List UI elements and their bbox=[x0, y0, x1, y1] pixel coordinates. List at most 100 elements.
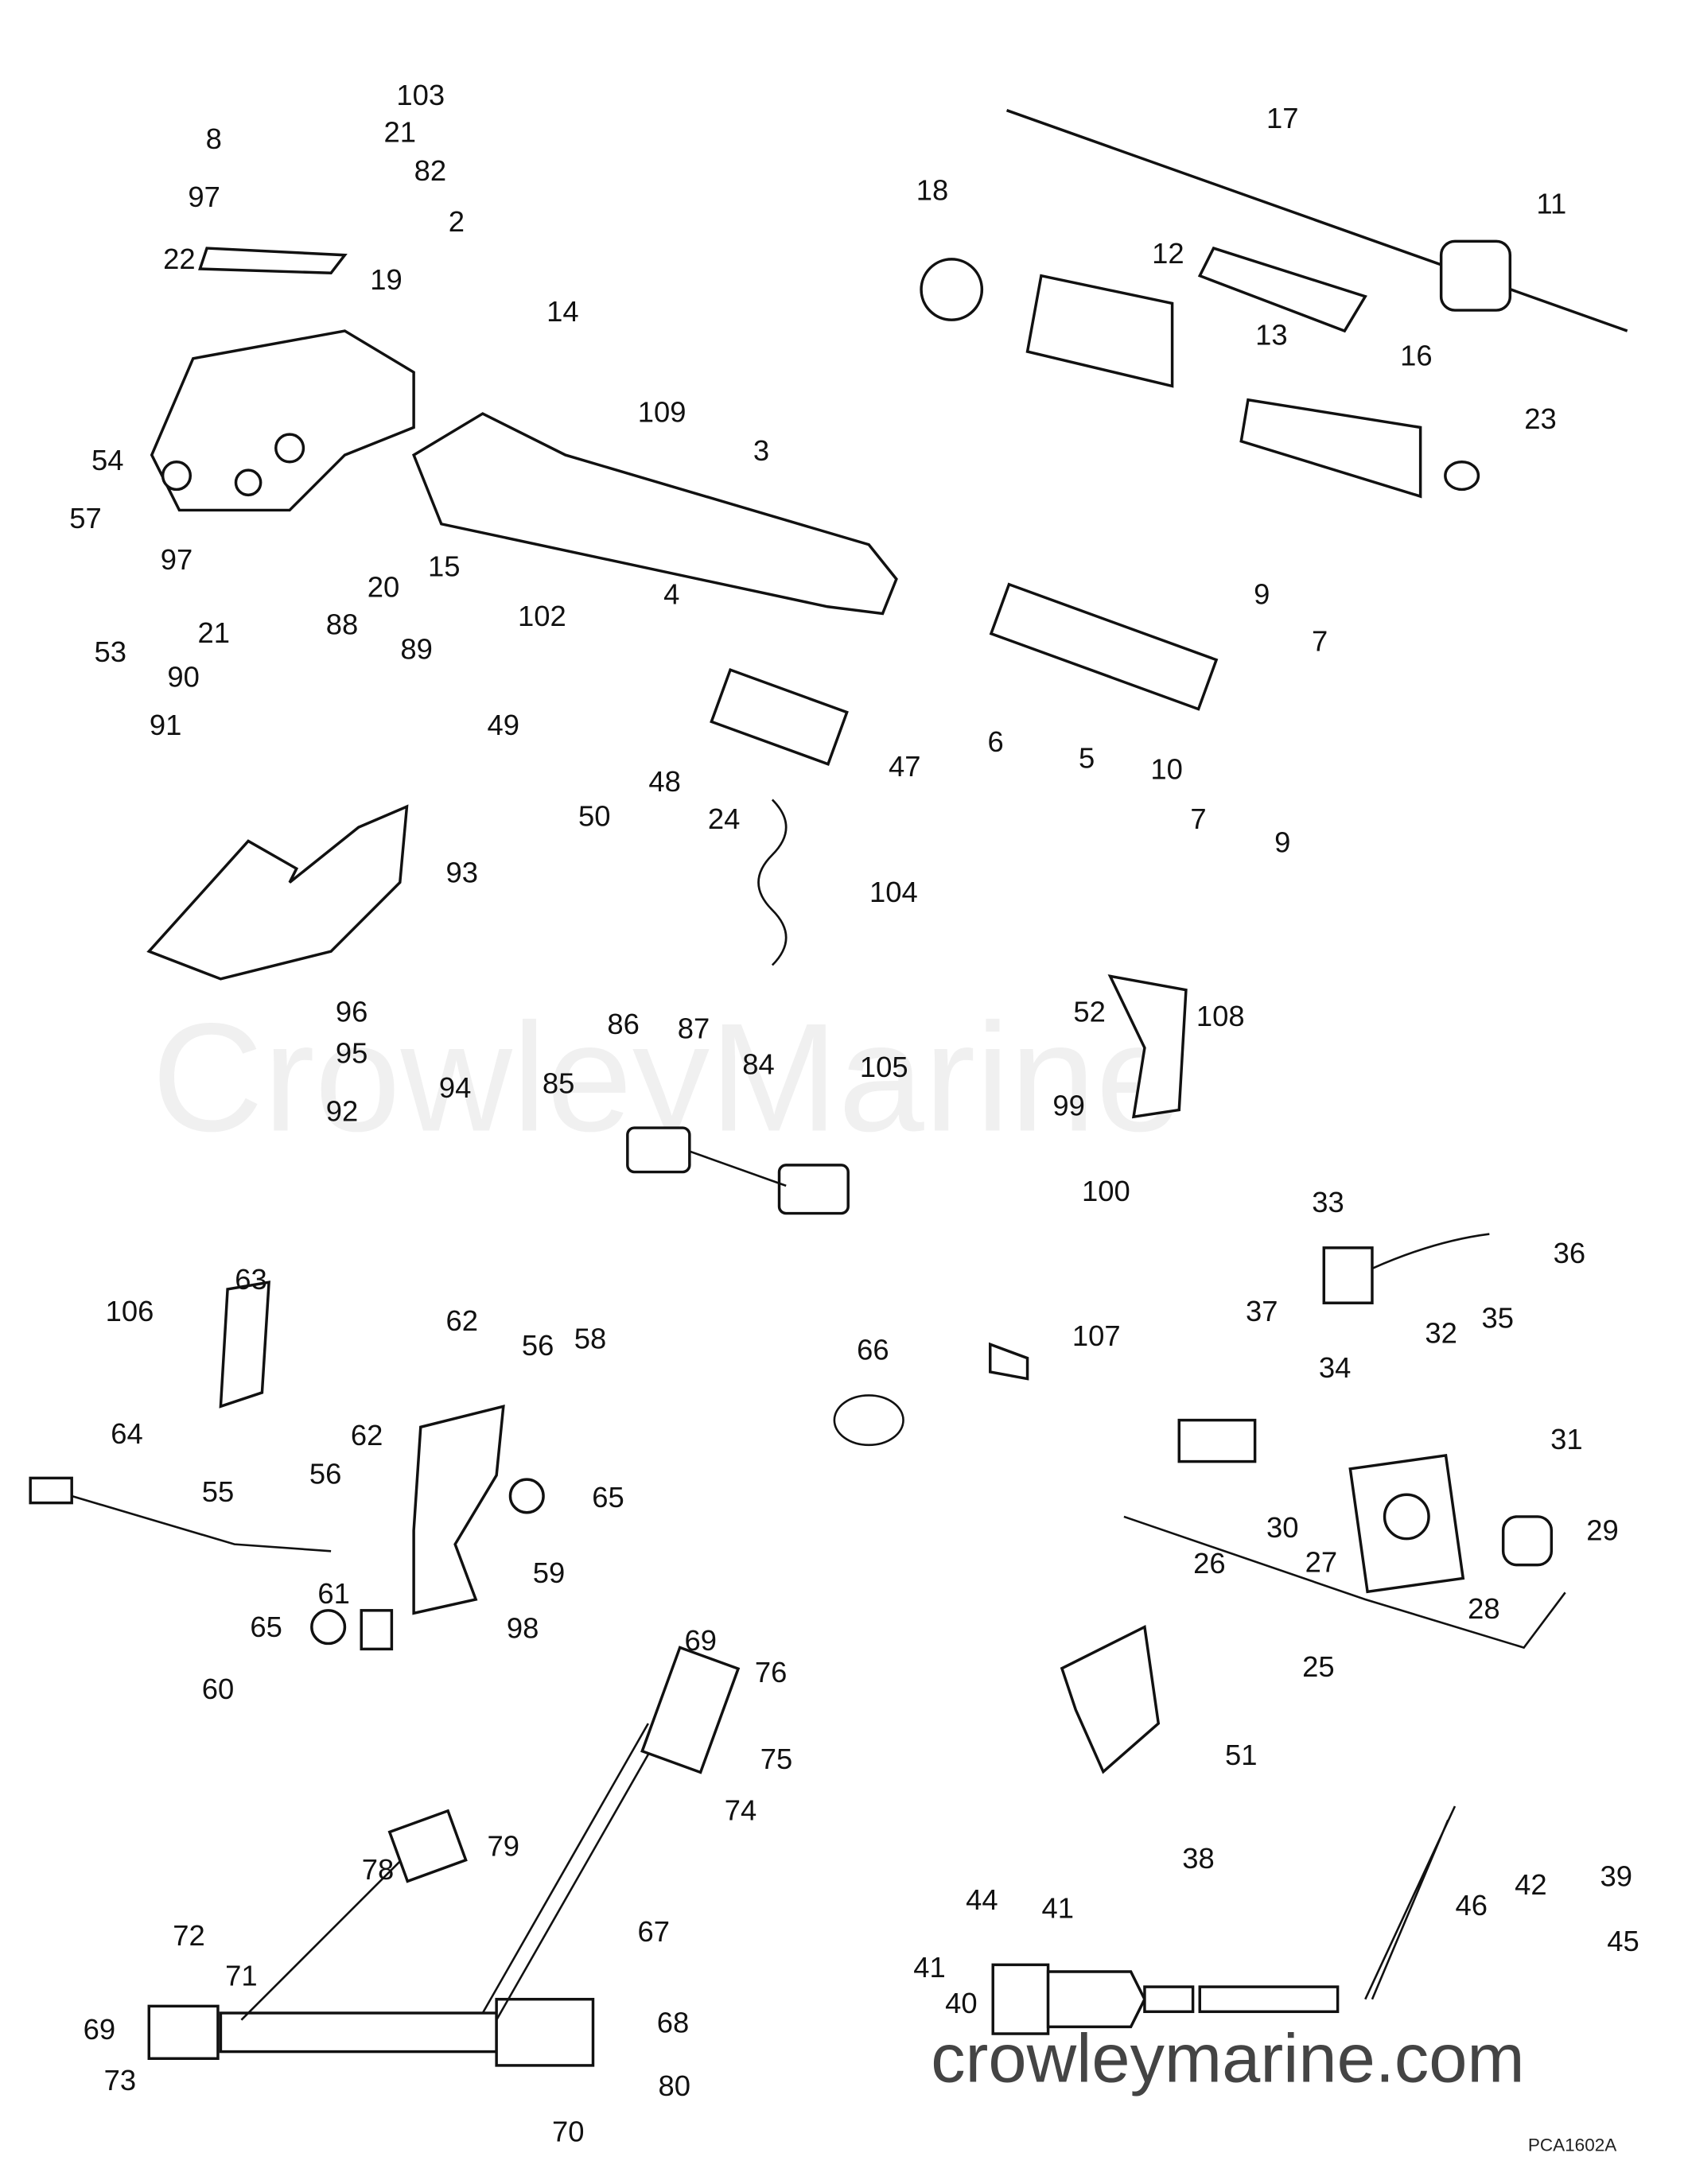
part-callout-92: 92 bbox=[326, 1094, 358, 1127]
part-callout-65: 65 bbox=[592, 1481, 624, 1514]
part-callout-41: 41 bbox=[913, 1951, 945, 1984]
part-callout-61: 61 bbox=[317, 1577, 349, 1610]
part-callout-55: 55 bbox=[202, 1475, 234, 1508]
part-callout-12: 12 bbox=[1152, 237, 1184, 270]
part-callout-97: 97 bbox=[188, 181, 220, 213]
part-callout-103: 103 bbox=[396, 79, 445, 111]
part-callout-7: 7 bbox=[1190, 802, 1206, 835]
part-callout-75: 75 bbox=[760, 1743, 792, 1775]
part-callout-71: 71 bbox=[225, 1959, 257, 1992]
part-callout-41: 41 bbox=[1041, 1891, 1073, 1924]
part-callout-11: 11 bbox=[1536, 188, 1566, 220]
part-callout-13: 13 bbox=[1255, 318, 1287, 351]
part-callout-56: 56 bbox=[309, 1457, 341, 1490]
part-callout-50: 50 bbox=[578, 799, 610, 832]
part-callout-108: 108 bbox=[1196, 1000, 1245, 1032]
part-callout-91: 91 bbox=[150, 709, 181, 741]
part-callout-6: 6 bbox=[988, 725, 1004, 758]
part-callout-72: 72 bbox=[173, 1919, 204, 1952]
part-callout-87: 87 bbox=[678, 1012, 710, 1044]
part-callout-65: 65 bbox=[250, 1611, 282, 1643]
part-callout-36: 36 bbox=[1554, 1237, 1585, 1269]
part-callout-51: 51 bbox=[1225, 1739, 1257, 1771]
part-callout-29: 29 bbox=[1586, 1514, 1618, 1546]
part-callout-60: 60 bbox=[202, 1673, 234, 1705]
part-callout-56: 56 bbox=[522, 1329, 554, 1362]
part-callout-98: 98 bbox=[507, 1611, 539, 1644]
site-footer: crowleymarine.com bbox=[931, 2021, 1524, 2097]
part-callout-74: 74 bbox=[725, 1793, 756, 1826]
part-callout-102: 102 bbox=[518, 600, 566, 632]
part-callout-26: 26 bbox=[1193, 1547, 1225, 1580]
part-callout-24: 24 bbox=[708, 802, 740, 835]
part-callout-62: 62 bbox=[351, 1419, 383, 1451]
part-callout-106: 106 bbox=[106, 1295, 154, 1327]
part-callout-19: 19 bbox=[370, 263, 402, 296]
part-callout-84: 84 bbox=[742, 1047, 774, 1080]
diagram-code: PCA1602A bbox=[1528, 2135, 1616, 2155]
part-callout-30: 30 bbox=[1266, 1511, 1298, 1544]
part-callout-31: 31 bbox=[1550, 1423, 1582, 1455]
part-callout-40: 40 bbox=[945, 1987, 977, 2019]
parts-drawing bbox=[29, 109, 1628, 2067]
part-callout-88: 88 bbox=[326, 608, 358, 640]
part-callout-70: 70 bbox=[552, 2115, 584, 2147]
part-callout-3: 3 bbox=[753, 434, 769, 467]
part-callout-82: 82 bbox=[414, 154, 446, 187]
part-callout-95: 95 bbox=[336, 1037, 368, 1070]
part-callout-37: 37 bbox=[1246, 1295, 1278, 1327]
part-callout-8: 8 bbox=[206, 122, 222, 155]
part-callout-104: 104 bbox=[869, 876, 918, 908]
part-callout-22: 22 bbox=[163, 243, 195, 275]
part-callout-53: 53 bbox=[94, 635, 126, 668]
part-callout-69: 69 bbox=[684, 1624, 716, 1657]
part-callout-38: 38 bbox=[1182, 1842, 1214, 1875]
part-callout-10: 10 bbox=[1150, 752, 1182, 785]
part-callout-54: 54 bbox=[91, 444, 123, 476]
part-callout-27: 27 bbox=[1305, 1545, 1337, 1578]
part-callout-57: 57 bbox=[69, 502, 101, 534]
part-callout-69: 69 bbox=[84, 2013, 115, 2046]
part-callout-58: 58 bbox=[574, 1322, 606, 1354]
part-callout-66: 66 bbox=[857, 1333, 889, 1366]
part-callout-15: 15 bbox=[428, 550, 460, 583]
part-callout-21: 21 bbox=[198, 616, 230, 649]
part-callout-90: 90 bbox=[167, 660, 199, 693]
part-callout-100: 100 bbox=[1082, 1175, 1130, 1207]
part-callout-89: 89 bbox=[400, 633, 432, 666]
part-callout-52: 52 bbox=[1073, 996, 1105, 1028]
part-callout-21: 21 bbox=[384, 116, 416, 149]
part-callout-109: 109 bbox=[638, 395, 686, 428]
part-callout-16: 16 bbox=[1400, 339, 1432, 371]
part-callout-9: 9 bbox=[1274, 826, 1290, 858]
part-callout-62: 62 bbox=[446, 1304, 478, 1337]
part-callout-5: 5 bbox=[1079, 742, 1095, 775]
tiller-handle bbox=[411, 412, 898, 616]
part-callout-85: 85 bbox=[543, 1067, 574, 1100]
part-callout-17: 17 bbox=[1266, 102, 1298, 134]
part-callout-14: 14 bbox=[546, 295, 578, 328]
part-callout-93: 93 bbox=[446, 856, 478, 888]
part-callout-96: 96 bbox=[336, 996, 368, 1028]
part-callout-9: 9 bbox=[1254, 577, 1270, 610]
part-callout-7: 7 bbox=[1312, 624, 1328, 657]
part-callout-80: 80 bbox=[659, 2069, 690, 2102]
part-callout-44: 44 bbox=[966, 1883, 998, 1916]
part-callout-47: 47 bbox=[889, 750, 920, 783]
part-callout-86: 86 bbox=[607, 1008, 639, 1040]
part-callout-73: 73 bbox=[104, 2064, 136, 2097]
part-callout-94: 94 bbox=[439, 1071, 471, 1104]
part-callout-99: 99 bbox=[1052, 1089, 1084, 1121]
tiller-bracket bbox=[150, 329, 415, 512]
part-callout-107: 107 bbox=[1072, 1319, 1121, 1352]
part-callout-34: 34 bbox=[1319, 1351, 1351, 1384]
part-callout-79: 79 bbox=[488, 1829, 519, 1862]
part-callout-68: 68 bbox=[657, 2006, 689, 2038]
part-callout-49: 49 bbox=[488, 709, 519, 741]
part-callout-63: 63 bbox=[235, 1263, 266, 1296]
part-callout-45: 45 bbox=[1607, 1925, 1639, 1957]
part-callout-46: 46 bbox=[1456, 1889, 1488, 1922]
part-callout-97: 97 bbox=[161, 543, 193, 576]
